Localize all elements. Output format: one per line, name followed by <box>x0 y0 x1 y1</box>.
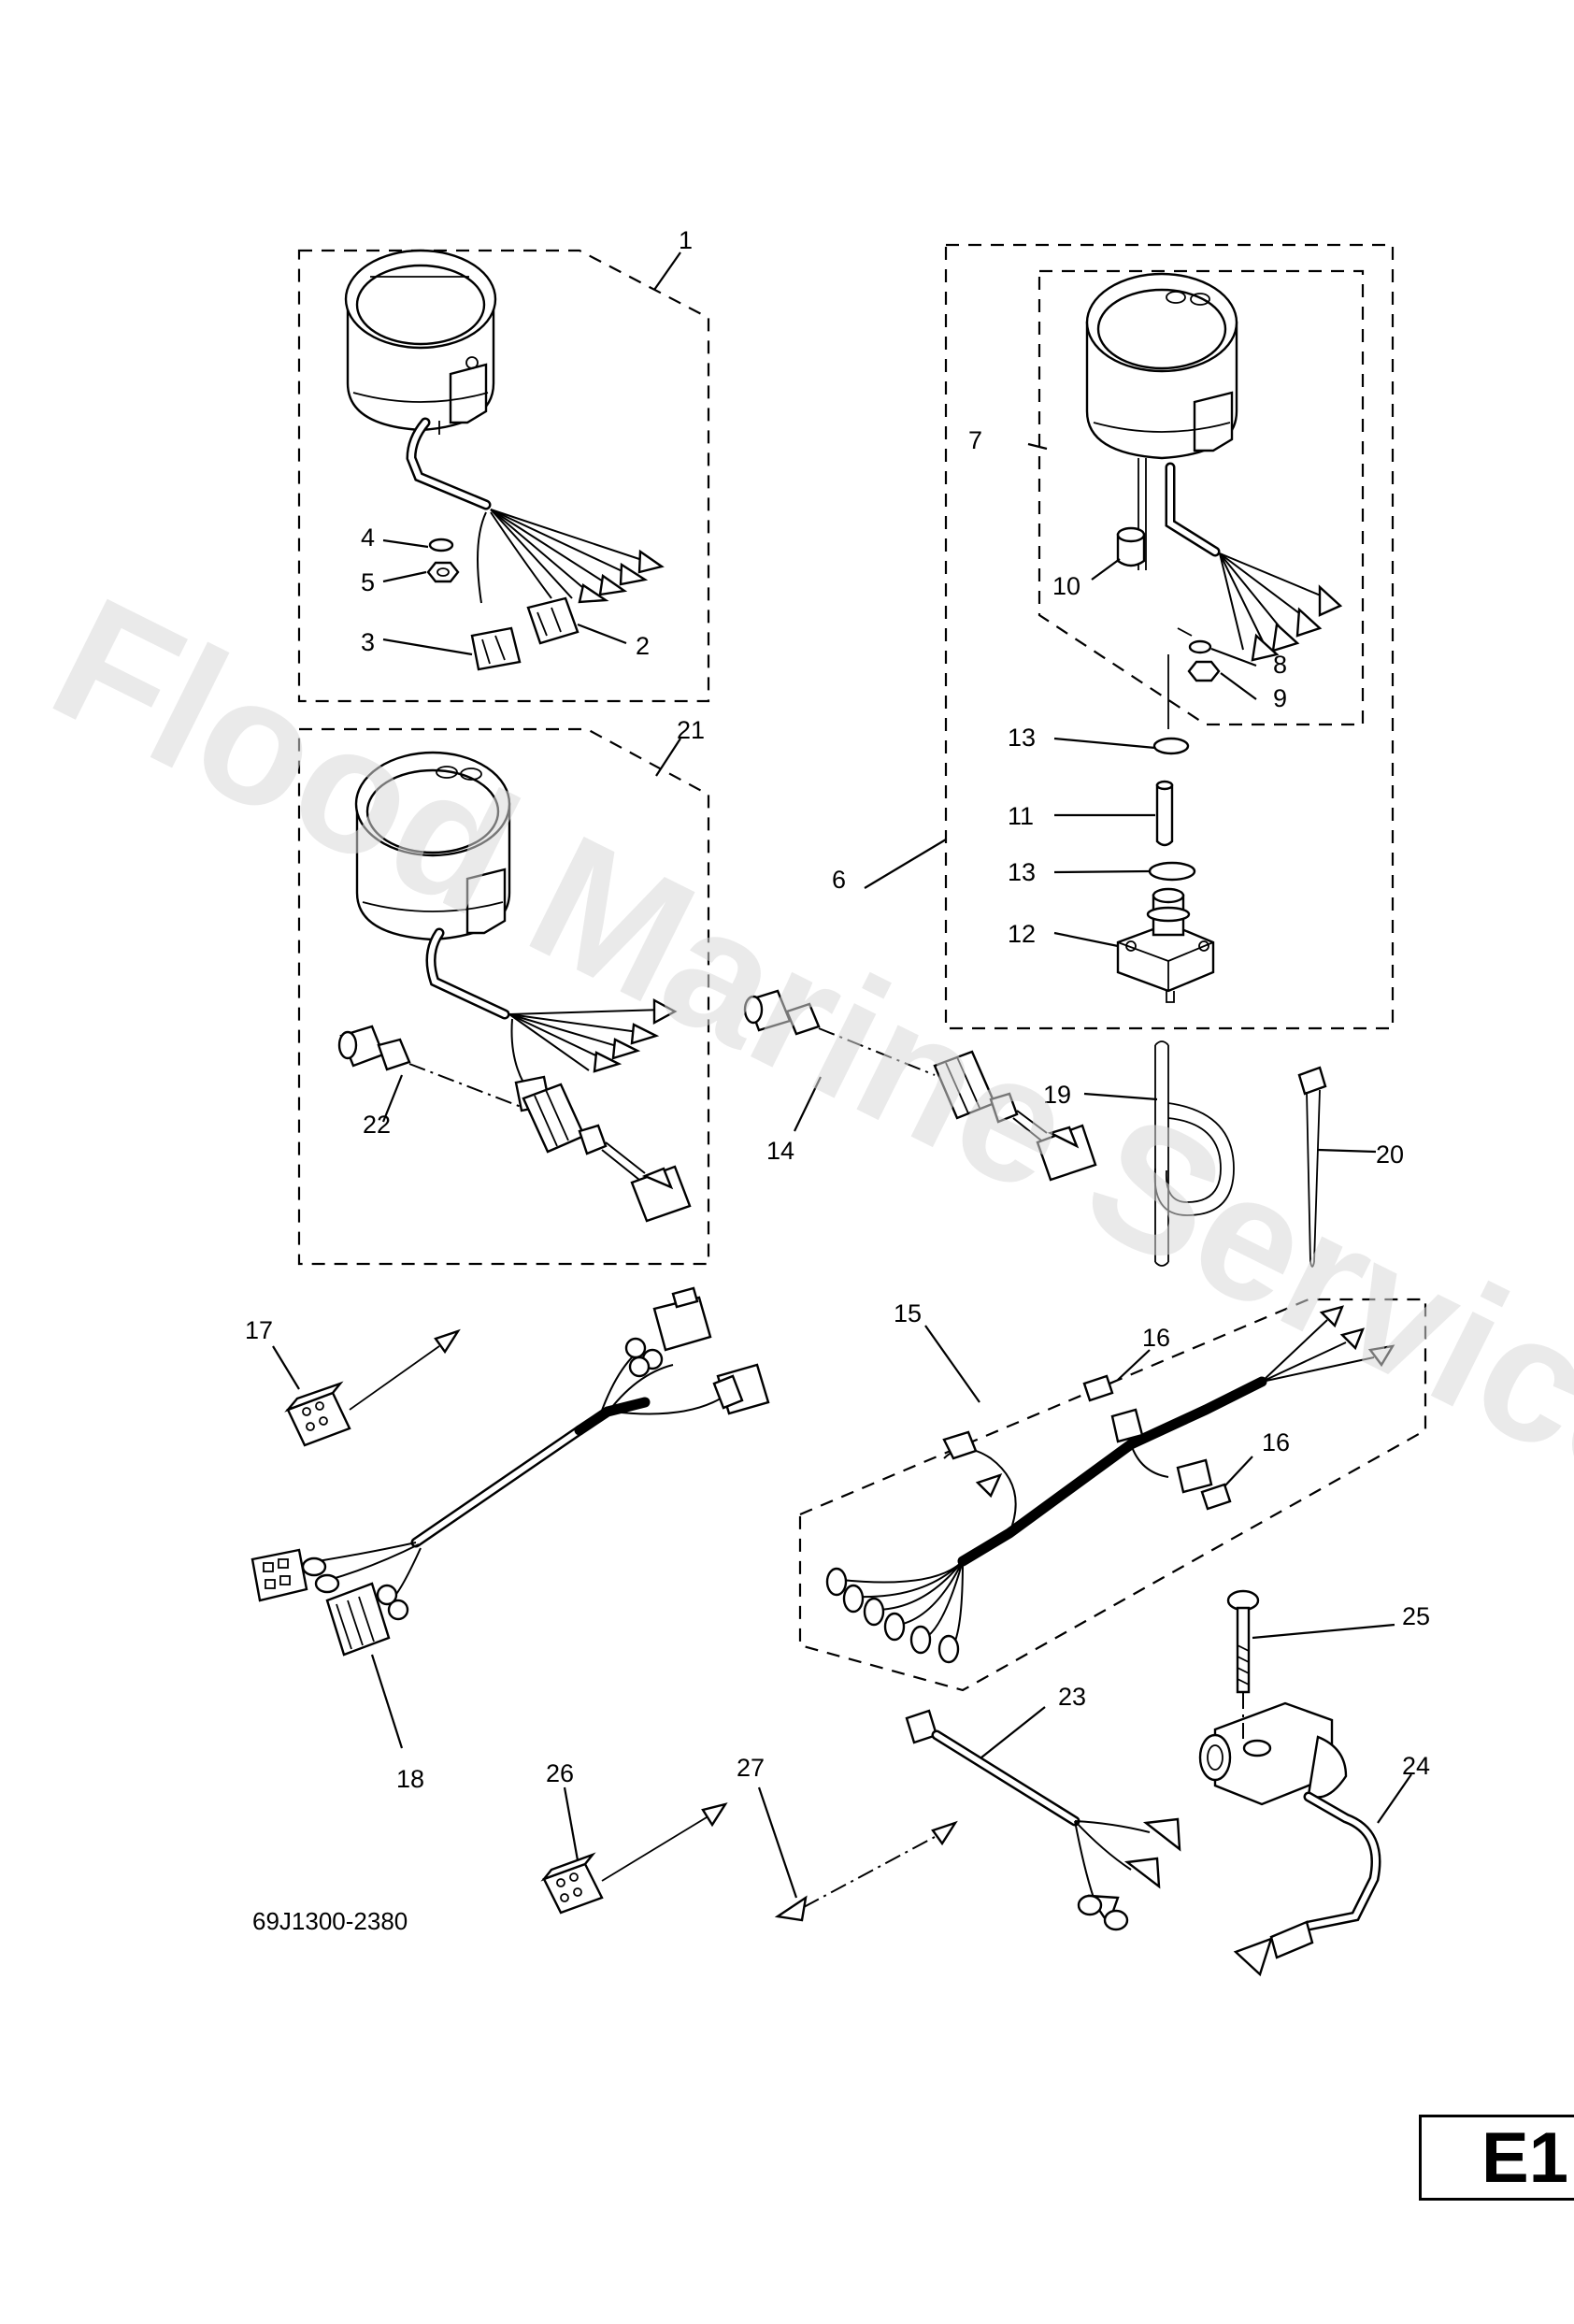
connector-3 <box>470 626 522 671</box>
callout-17: 17 <box>245 1316 273 1344</box>
callout-13-upper: 13 <box>1008 724 1036 752</box>
connector-17 <box>272 1328 461 1447</box>
pressure-sensor-12 <box>1116 887 1215 1003</box>
connector-2 <box>526 596 580 645</box>
cable-tie-20 <box>1297 1066 1377 1268</box>
nut-9 <box>1187 660 1221 682</box>
callout-1: 1 <box>679 226 693 254</box>
callout-11: 11 <box>1008 802 1034 830</box>
clamp-13-lower <box>1148 861 1196 882</box>
callout-26: 26 <box>546 1759 574 1787</box>
group-6-speedometer-assembly <box>864 243 1395 1030</box>
callout-7: 7 <box>968 426 982 454</box>
sub-harness-15 <box>798 1298 1427 1692</box>
callout-6: 6 <box>832 866 846 894</box>
group-21-gauge-assembly <box>297 727 710 1266</box>
callout-16-lower: 16 <box>1262 1428 1290 1456</box>
callout-9: 9 <box>1273 684 1287 712</box>
callout-15: 15 <box>894 1299 922 1327</box>
callout-18: 18 <box>396 1765 424 1793</box>
callout-14: 14 <box>766 1137 794 1165</box>
group-1-gauge-assembly <box>297 249 710 703</box>
wiring-harness-18 <box>250 1286 770 1749</box>
callout-5: 5 <box>361 568 375 596</box>
group-21-boundary <box>297 727 710 1266</box>
extension-cable-22 <box>337 1025 692 1223</box>
callout-8: 8 <box>1273 651 1287 679</box>
callout-19: 19 <box>1043 1081 1071 1109</box>
section-tag: E1 <box>1419 2115 1574 2201</box>
connector-26 <box>540 1786 728 1915</box>
group-6-boundary <box>944 243 1395 1030</box>
washer-4 <box>428 538 454 552</box>
callout-labels: 1 2 3 4 5 6 7 8 9 10 11 12 13 13 14 15 1… <box>245 226 1430 1793</box>
clamp-13-upper <box>1152 737 1190 755</box>
gauge-1 <box>344 249 497 435</box>
group-1-boundary <box>297 249 710 703</box>
callout-4: 4 <box>361 524 375 552</box>
fuse-16-lower <box>1200 1483 1232 1511</box>
callout-3: 3 <box>361 628 375 656</box>
callout-13-lower: 13 <box>1008 858 1036 886</box>
tube-19 <box>1083 1040 1235 1267</box>
hose-11 <box>1155 783 1174 847</box>
extension-cable-14 <box>743 989 1097 1182</box>
cable-tie-27 <box>757 1786 958 1922</box>
drawing-code: 69J1300-2380 <box>252 1907 408 1935</box>
watermark: Flood Marine Services <box>25 560 1574 1579</box>
callout-27: 27 <box>737 1754 765 1782</box>
section-tag-text: E1 <box>1481 2118 1568 2198</box>
screw-25 <box>1226 1589 1395 1739</box>
callout-20: 20 <box>1376 1140 1404 1169</box>
callout-22: 22 <box>363 1111 391 1139</box>
gauge-21 <box>354 751 511 941</box>
wiring-harness-23 <box>905 1706 1181 1931</box>
valve-assembly-24 <box>1198 1701 1412 1977</box>
gauge-7 <box>1085 272 1238 460</box>
fuse-16-upper <box>1082 1374 1114 1402</box>
washer-8 <box>1188 639 1212 654</box>
callout-25: 25 <box>1402 1602 1430 1630</box>
callout-16-upper: 16 <box>1142 1324 1170 1352</box>
callout-23: 23 <box>1058 1683 1086 1711</box>
nut-5 <box>426 561 460 583</box>
callout-12: 12 <box>1008 920 1036 948</box>
callout-24: 24 <box>1402 1752 1430 1780</box>
callout-10: 10 <box>1052 572 1080 600</box>
group-7-boundary <box>1037 269 1365 726</box>
callout-2: 2 <box>636 632 650 660</box>
callout-21: 21 <box>677 716 705 744</box>
